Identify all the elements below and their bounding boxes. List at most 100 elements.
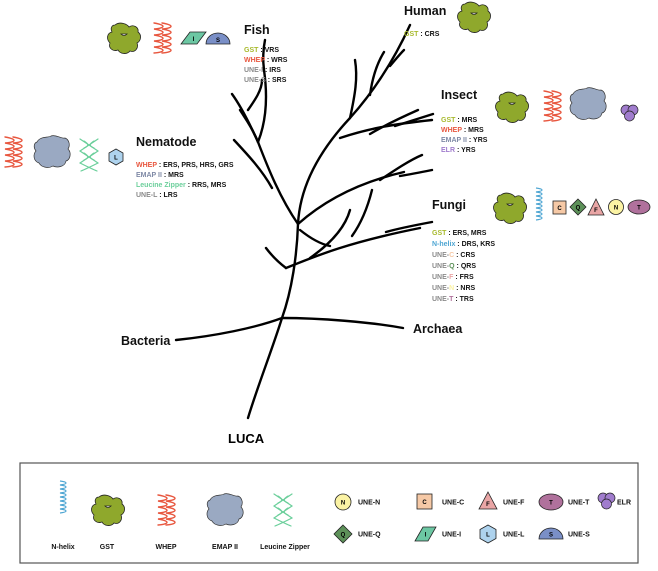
legend-une-t-icon [538, 493, 564, 511]
legend-une-c-icon [416, 493, 433, 510]
fungi-entry-domain-letter: Q [449, 263, 455, 270]
archaea-label: Archaea [413, 322, 463, 336]
fungi-entry-synthetase: FRS [460, 274, 474, 281]
fish-une-i-icon: I [180, 31, 207, 45]
legend-une-l-icon [479, 524, 497, 544]
fungi-entry-domain-letter: F [449, 274, 454, 281]
fungi-une-f-icon: F [587, 198, 605, 216]
luca-label: LUCA [228, 431, 265, 446]
svg-text:N: N [341, 501, 345, 507]
legend-une-s-label: UNE-S [568, 532, 590, 539]
fungi-entry-synthetase: NRS [460, 285, 475, 292]
nematode-entry-synthetase: MRS [168, 172, 184, 179]
legend-une-q-icon [333, 524, 353, 544]
legend-une-l: L UNE-L [479, 524, 525, 544]
svg-text:T: T [549, 501, 553, 507]
nematode-entry-domain: EMAP II [136, 172, 162, 179]
nematode-entry: WHEP : ERS, PRS, HRS, GRS [136, 162, 234, 169]
fungi-entry-synthetase: CRS [460, 252, 475, 259]
fish-gst-icon [107, 22, 141, 54]
phylogenetic-tree [174, 23, 435, 420]
nematode-whep-icon [4, 136, 23, 168]
insect-entry-domain: EMAP II [441, 137, 467, 144]
fungi-entry-domain-letter: N [449, 285, 454, 292]
svg-text:C: C [422, 500, 427, 506]
legend-nhelix-label: N-helix [51, 544, 74, 551]
human-entry-synthetase: CRS [425, 31, 440, 38]
fish-entry: GST : VRS [244, 47, 279, 54]
fungi-entry-domain-letter: C [449, 252, 454, 259]
svg-text:I: I [425, 533, 427, 539]
legend-emap-label: EMAP II [212, 544, 238, 551]
insect-emap-icon [569, 87, 607, 120]
legend-une-s: S UNE-S [538, 527, 590, 540]
fungi-entry: UNE-F : FRS [432, 274, 474, 281]
svg-text:I: I [193, 37, 195, 43]
svg-text:N: N [614, 206, 618, 212]
legend-une-t-label: UNE-T [568, 500, 590, 507]
fungi-entry: GST : ERS, MRS [432, 230, 487, 237]
legend-une-q-label: UNE-Q [358, 532, 381, 539]
insect-elr-icon [620, 104, 639, 122]
nematode-entry-synthetase: LRS [164, 192, 178, 199]
fish-entry-synthetase: IRS [269, 67, 281, 74]
fish-entry-domain: GST [244, 47, 259, 54]
fungi-nhelix-icon [535, 187, 543, 221]
fungi-entry: N-helix : DRS, KRS [432, 241, 495, 248]
svg-text:T: T [637, 206, 641, 212]
insect-entry-synthetase: YRS [473, 137, 488, 144]
human-gst-icon [457, 1, 491, 33]
insect-entry-synthetase: YRS [461, 147, 476, 154]
legend-une-q: Q UNE-Q [333, 524, 381, 544]
fish-entry-domain: UNE-S [244, 77, 266, 84]
fish-entry: WHEP : WRS [244, 57, 288, 64]
fungi-entry: UNE-Q : QRS [432, 263, 476, 270]
legend-une-n-label: UNE-N [358, 500, 380, 507]
legend-elr-icon [597, 492, 616, 510]
fish-label: Fish [244, 23, 270, 37]
svg-text:L: L [114, 156, 118, 162]
fungi-une-t-icon: T [627, 199, 651, 215]
insect-entry-domain: ELR [441, 147, 455, 154]
nematode-entry-domain: Leucine Zipper [136, 182, 186, 189]
svg-text:Q: Q [576, 206, 581, 212]
svg-text:S: S [549, 533, 553, 539]
fungi-entry-domain: GST [432, 230, 447, 237]
svg-text:C: C [557, 206, 562, 212]
bacteria-label: Bacteria [121, 334, 171, 348]
fungi-entry-domain: UNE- [432, 296, 450, 303]
insect-entry-synthetase: MRS [462, 117, 478, 124]
fungi-une-n-icon: N [608, 199, 624, 215]
nematode-entry-synthetase: RRS, MRS [192, 182, 227, 189]
nematode-entry-synthetase: ERS, PRS, HRS, GRS [163, 162, 234, 169]
svg-text:Q: Q [341, 533, 346, 539]
nematode-entry: Leucine Zipper : RRS, MRS [136, 182, 227, 189]
human-label: Human [404, 4, 446, 18]
legend-une-s-icon [538, 527, 564, 540]
legend-gst-icon [91, 494, 125, 526]
legend-une-c-label: UNE-C [442, 500, 464, 507]
fish-whep-icon [153, 22, 172, 54]
insect-gst-icon [495, 91, 529, 123]
insect-entry: GST : MRS [441, 117, 478, 124]
fish-entry: UNE-S : SRS [244, 77, 287, 84]
fungi-une-q-icon: Q [569, 198, 587, 216]
nematode-une-l-icon: L [108, 148, 124, 166]
legend-une-l-label: UNE-L [503, 532, 525, 539]
fungi-entry-synthetase: QRS [461, 263, 477, 270]
legend-gst-label: GST [100, 544, 115, 551]
insect-entry: ELR : YRS [441, 147, 476, 154]
legend-une-n: N UNE-N [334, 493, 380, 511]
fungi-entry-synthetase: ERS, MRS [453, 230, 487, 237]
insect-entry: WHEP : MRS [441, 127, 484, 134]
nematode-leucine-icon [79, 138, 99, 172]
fungi-entry: UNE-N : NRS [432, 285, 476, 292]
fungi-label: Fungi [432, 198, 466, 212]
legend-une-t: T UNE-T [538, 493, 590, 511]
fungi-entry-domain: UNE- [432, 263, 450, 270]
legend-whep-label: WHEP [156, 544, 177, 551]
